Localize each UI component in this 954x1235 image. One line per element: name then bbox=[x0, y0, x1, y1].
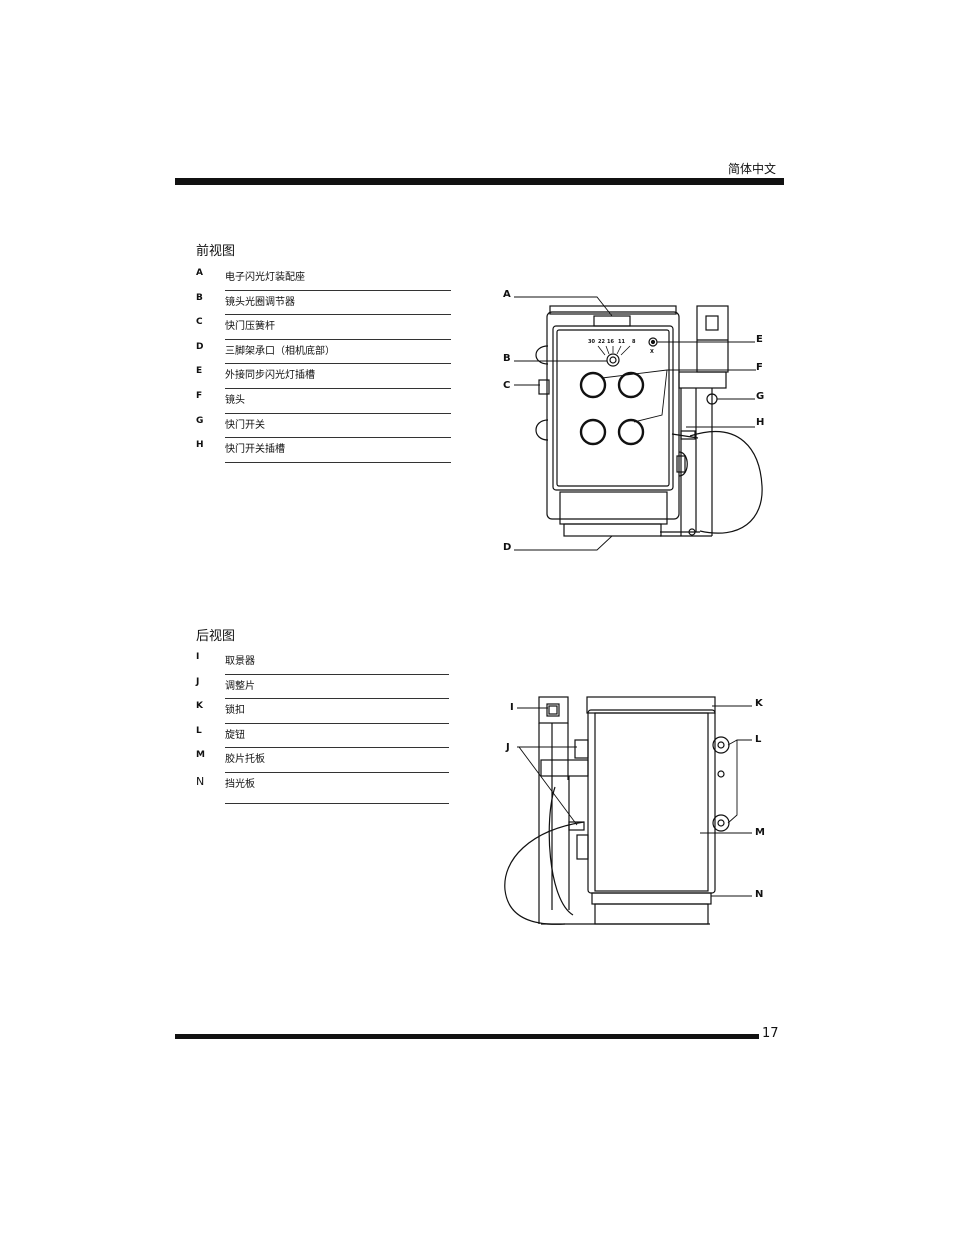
legend-item-h: H 快门开关插槽 bbox=[196, 438, 451, 463]
language-label: 简体中文 bbox=[728, 162, 777, 176]
callout-b: B bbox=[503, 353, 511, 364]
footer-rule bbox=[175, 1034, 759, 1039]
legend-item-c: C 快门压簧杆 bbox=[196, 315, 451, 340]
legend-text: 旋钮 bbox=[225, 729, 245, 741]
callout-k: K bbox=[755, 698, 764, 709]
legend-item-g: G 快门开关 bbox=[196, 414, 451, 439]
legend-item-n: N 挡光板 bbox=[196, 773, 449, 804]
legend-item-d: D 三脚架承口（相机底部） bbox=[196, 340, 451, 365]
legend-item-a: A 电子闪光灯装配座 bbox=[196, 266, 451, 291]
front-view-legend: A 电子闪光灯装配座 B 镜头光圈调节器 C 快门压簧杆 D 三脚架承口（相机底部） E… bbox=[196, 266, 451, 463]
legend-letter: M bbox=[196, 750, 205, 761]
aperture-16: 16 bbox=[607, 339, 614, 345]
legend-text: 电子闪光灯装配座 bbox=[225, 272, 305, 283]
legend-text: 三脚架承口（相机底部） bbox=[225, 345, 335, 357]
callout-l: L bbox=[755, 734, 762, 745]
sync-mark: X bbox=[650, 349, 654, 355]
legend-rule bbox=[225, 802, 449, 804]
legend-letter: I bbox=[196, 652, 200, 662]
legend-rule bbox=[225, 747, 449, 749]
legend-text: 调整片 bbox=[225, 680, 255, 692]
legend-rule bbox=[225, 412, 451, 414]
legend-item-l: L 旋钮 bbox=[196, 724, 449, 749]
legend-rule bbox=[225, 437, 451, 439]
legend-letter: L bbox=[196, 725, 202, 736]
legend-text: 外接同步闪光灯插槽 bbox=[225, 370, 315, 382]
aperture-11: 11 bbox=[618, 339, 625, 345]
legend-letter: H bbox=[196, 440, 204, 451]
front-camera-diagram bbox=[535, 305, 763, 537]
header-rule bbox=[175, 178, 784, 185]
back-leader-lines bbox=[517, 705, 752, 897]
legend-text: 取景器 bbox=[225, 656, 255, 667]
legend-letter: A bbox=[196, 268, 203, 278]
aperture-8: 8 bbox=[632, 339, 636, 345]
legend-text: 快门开关插槽 bbox=[225, 444, 285, 456]
legend-text: 快门压簧杆 bbox=[225, 321, 275, 333]
legend-rule bbox=[225, 314, 451, 316]
callout-a: A bbox=[503, 289, 511, 300]
legend-letter: D bbox=[196, 341, 204, 352]
front-leader-lines bbox=[514, 296, 756, 551]
legend-letter: C bbox=[196, 317, 203, 328]
callout-j: J bbox=[505, 742, 510, 753]
legend-letter: J bbox=[196, 676, 200, 687]
callout-d: D bbox=[503, 542, 511, 553]
back-view-title: 后视图 bbox=[196, 629, 236, 644]
front-view-title: 前视图 bbox=[196, 244, 236, 259]
legend-rule bbox=[225, 722, 449, 724]
callout-c: C bbox=[503, 380, 510, 391]
legend-item-i: I 取景器 bbox=[196, 650, 449, 675]
legend-letter: K bbox=[196, 701, 203, 712]
legend-text: 挡光板 bbox=[225, 778, 255, 790]
callout-i: I bbox=[510, 702, 514, 713]
legend-item-f: F 镜头 bbox=[196, 389, 451, 414]
legend-item-m: M 胶片托板 bbox=[196, 748, 449, 773]
legend-rule bbox=[225, 338, 451, 340]
legend-letter: E bbox=[196, 366, 203, 377]
legend-rule bbox=[225, 673, 449, 675]
legend-rule bbox=[225, 771, 449, 773]
legend-item-j: J 调整片 bbox=[196, 675, 449, 700]
callout-n: N bbox=[755, 889, 763, 900]
back-view-legend: I 取景器 J 调整片 K 锁扣 L 旋钮 M 胶片托板 N 挡光板 bbox=[196, 650, 449, 804]
legend-item-k: K 锁扣 bbox=[196, 699, 449, 724]
legend-letter: B bbox=[196, 292, 203, 303]
aperture-22: 22 bbox=[598, 339, 605, 345]
aperture-30: 30 bbox=[588, 339, 595, 345]
legend-rule bbox=[225, 698, 449, 700]
callout-e: E bbox=[756, 334, 763, 345]
legend-item-b: B 镜头光圈调节器 bbox=[196, 291, 451, 316]
legend-text: 快门开关 bbox=[225, 419, 265, 431]
legend-letter: F bbox=[196, 390, 203, 401]
legend-item-e: E 外接同步闪光灯插槽 bbox=[196, 364, 451, 389]
callout-m: M bbox=[755, 827, 765, 838]
callout-f: F bbox=[756, 362, 763, 373]
callout-h: H bbox=[756, 417, 764, 428]
legend-text: 锁扣 bbox=[225, 705, 245, 717]
legend-rule bbox=[225, 363, 451, 365]
legend-rule bbox=[225, 289, 451, 291]
back-camera-diagram bbox=[504, 696, 730, 925]
legend-text: 镜头光圈调节器 bbox=[225, 296, 295, 308]
legend-text: 镜头 bbox=[225, 394, 245, 406]
legend-rule bbox=[225, 387, 451, 389]
legend-letter: N bbox=[196, 774, 205, 788]
legend-rule bbox=[225, 461, 451, 463]
legend-letter: G bbox=[196, 415, 204, 426]
callout-g: G bbox=[756, 391, 764, 402]
page-number: 17 bbox=[762, 1026, 779, 1041]
legend-text: 胶片托板 bbox=[225, 754, 265, 766]
